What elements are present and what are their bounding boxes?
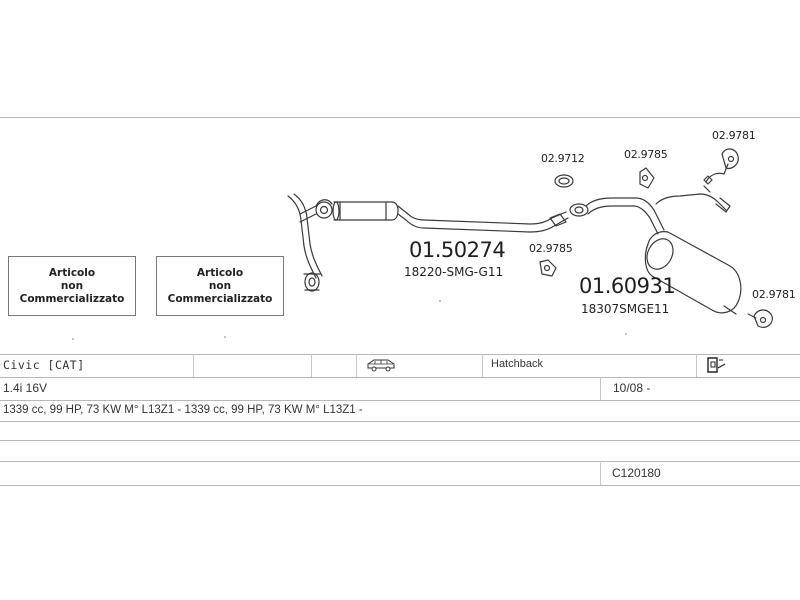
part-number-hanger-upper: 02.9785	[624, 148, 668, 161]
cell-separator	[600, 377, 601, 400]
catalog-code: C120180	[612, 466, 661, 480]
row-divider	[0, 377, 800, 378]
door-icon	[705, 356, 727, 379]
not-sold-box-2: Articolo non Commercializzato	[156, 256, 284, 316]
vehicle-model: Civic [CAT]	[3, 358, 85, 372]
part-number-rubber-lower: 02.9781	[752, 288, 796, 301]
cell-separator	[356, 354, 357, 377]
part-number-center-silencer: 01.50274	[409, 238, 506, 262]
row-divider	[0, 400, 800, 401]
row-divider	[0, 485, 800, 486]
cell-separator	[193, 354, 194, 377]
hanger-upper-drawing	[639, 167, 655, 189]
part-number-rubber-upper: 02.9781	[712, 129, 756, 142]
cell-separator	[600, 461, 601, 485]
rubber-lower-drawing	[747, 309, 773, 328]
hanger-lower-drawing	[539, 259, 557, 277]
top-divider	[0, 117, 800, 118]
row-divider	[0, 461, 800, 462]
cell-separator	[311, 354, 312, 377]
intermediate-pipe-drawing	[397, 205, 569, 233]
oem-number-rear-silencer: 18307SMGE11	[581, 302, 670, 316]
not-sold-line: Commercializzato	[167, 292, 273, 305]
engine-specs: 1339 cc, 99 HP, 73 KW M° L13Z1 - 1339 cc…	[3, 404, 363, 416]
row-divider	[0, 421, 800, 422]
body-type: Hatchback	[491, 358, 543, 370]
cell-separator	[482, 354, 483, 377]
center-silencer-drawing	[315, 199, 399, 221]
gasket-drawing	[554, 174, 574, 188]
car-icon	[366, 358, 396, 377]
engine: 1.4i 16V	[3, 381, 48, 395]
not-sold-line: Articolo	[196, 266, 244, 279]
rubber-upper-drawing	[703, 148, 739, 193]
part-number-gasket: 02.9712	[541, 152, 585, 165]
not-sold-line: Articolo	[48, 266, 96, 279]
exhaust-drawing	[72, 148, 773, 340]
not-sold-line: non	[60, 279, 84, 292]
oem-number-center-silencer: 18220-SMG-G11	[404, 265, 504, 279]
part-number-hanger-lower: 02.9785	[529, 242, 573, 255]
row-divider	[0, 440, 800, 441]
not-sold-line: Commercializzato	[19, 292, 125, 305]
front-pipe-drawing	[287, 193, 323, 292]
date-range: 10/08 -	[613, 381, 651, 395]
not-sold-box-1: Articolo non Commercializzato	[8, 256, 136, 316]
not-sold-line: non	[208, 279, 232, 292]
rear-flange-drawing	[569, 203, 589, 217]
row-divider	[0, 354, 800, 355]
part-number-rear-silencer: 01.60931	[579, 274, 676, 298]
cell-separator	[696, 354, 697, 377]
exhaust-diagram: Articolo non Commercializzato Articolo n…	[0, 118, 800, 350]
rear-silencer-drawing	[585, 193, 742, 315]
